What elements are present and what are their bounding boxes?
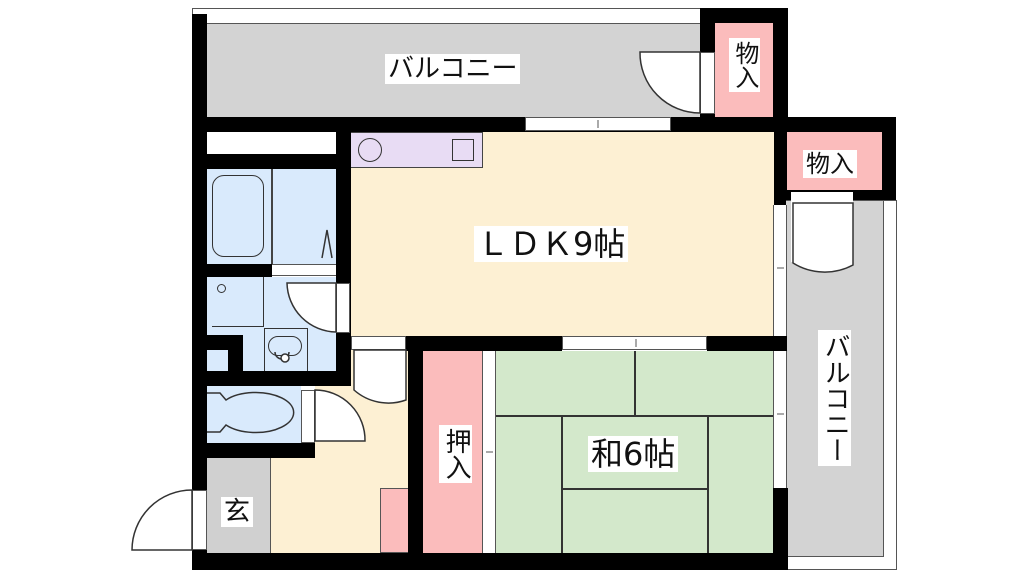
ldk-label: ＬＤＫ9帖 xyxy=(474,226,629,262)
tatami-line xyxy=(561,415,563,553)
upper-closet-white xyxy=(207,132,336,154)
oshiire-label: 押入 xyxy=(439,425,473,483)
washitsu-right-window xyxy=(773,351,787,488)
bath-divider xyxy=(271,169,273,264)
ldk-right-window xyxy=(773,205,787,336)
sink-icon xyxy=(452,139,474,161)
vanity-sink xyxy=(264,328,308,371)
storage-top-label: 物入 xyxy=(729,38,760,92)
wall-under-closet xyxy=(207,154,337,169)
wall-toilet-bottom xyxy=(207,443,315,458)
bath-door-gap xyxy=(272,264,336,276)
balcony-right-label: バルコニー xyxy=(818,330,852,466)
wall-wash-right xyxy=(336,333,351,386)
ldk-washitsu-fusuma xyxy=(562,336,707,350)
drain-icon xyxy=(217,284,226,293)
balcony-top-label: バルコニー xyxy=(385,54,521,84)
wall-washitsu-right xyxy=(773,488,788,570)
genkan-label: 玄 xyxy=(221,497,254,527)
wall-ldk-bottom-right xyxy=(707,336,787,351)
door-swing-balcony xyxy=(639,51,701,114)
outer-wall-left xyxy=(192,14,207,570)
washing-machine-area xyxy=(212,277,264,327)
hallway-lower xyxy=(271,458,315,553)
tatami-line xyxy=(707,415,709,553)
bathtub-icon xyxy=(212,175,264,257)
wall-ldk-bottom-left xyxy=(406,336,562,351)
wall-wash-small-v xyxy=(228,335,243,371)
toilet-bowl-icon xyxy=(207,391,295,434)
stove-icon xyxy=(358,138,382,162)
shower-icon xyxy=(321,229,333,259)
wall-bath-bottom xyxy=(207,264,272,278)
outer-wall-bottom xyxy=(192,553,787,570)
tatami-line xyxy=(561,488,707,490)
wall-wash-bottom xyxy=(207,371,351,386)
washitsu-label: 和6帖 xyxy=(588,436,679,472)
tatami-line xyxy=(496,415,773,417)
tatami-line xyxy=(634,351,636,415)
storage-right-label: 物入 xyxy=(803,150,857,178)
wall-oshiire-left xyxy=(408,336,423,561)
